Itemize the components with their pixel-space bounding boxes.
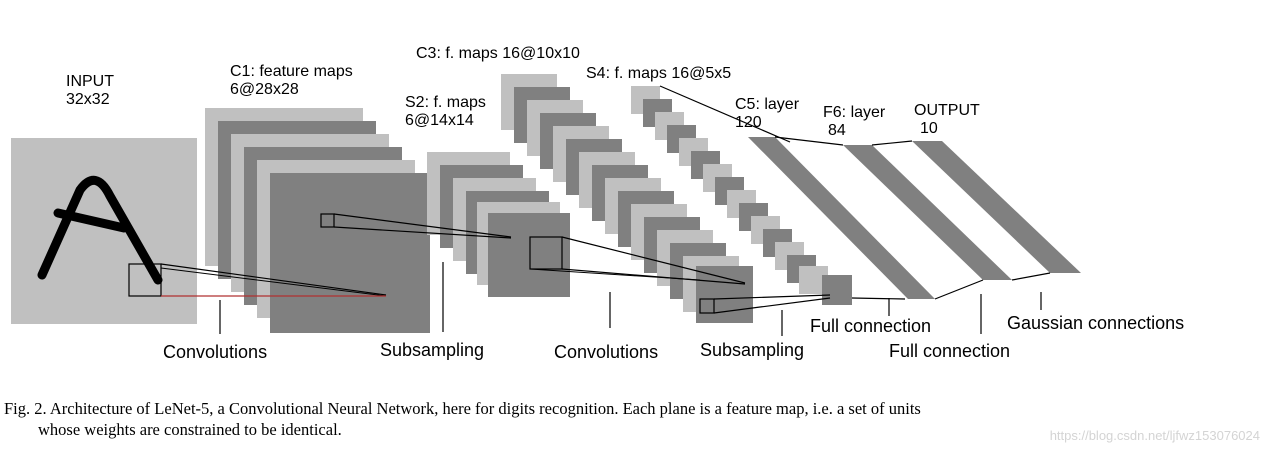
output-layer: [912, 141, 1081, 273]
c1-map: [270, 173, 430, 333]
handwritten-a-icon: [37, 176, 163, 285]
c3-map: [696, 266, 753, 323]
f6-layer: [843, 145, 1012, 280]
c3-label: C3: f. maps 16@10x10: [416, 45, 580, 62]
output-size: 10: [920, 120, 938, 137]
full-connection-label-1: Full connection: [810, 316, 931, 336]
s2-c3-projection: [529, 236, 746, 285]
s2-title: S2: f. maps: [405, 94, 486, 111]
gaussian-connections-label: Gaussian connections: [1007, 313, 1184, 333]
c5-size: 120: [735, 114, 762, 131]
c1-size: 6@28x28: [230, 81, 299, 98]
full-connection-label-2: Full connection: [889, 341, 1010, 361]
c1-title: C1: feature maps: [230, 63, 353, 80]
caption-line-2: whose weights are constrained to be iden…: [38, 420, 342, 439]
operation-labels: Convolutions Subsampling Convolutions Su…: [163, 313, 1184, 362]
s2-size: 6@14x14: [405, 112, 474, 129]
input-layer: INPUT 32x32: [11, 73, 197, 324]
lenet5-diagram: INPUT 32x32 C1: feature maps 6@28x28 S2:…: [11, 45, 1184, 362]
c3-layer: C3: f. maps 16@10x10: [416, 45, 753, 323]
subsampling-label-2: Subsampling: [700, 340, 804, 360]
fc-layers: C5: layer 120 F6: layer 84 OUTPUT 10: [659, 85, 1081, 300]
operation-ticks: [219, 262, 1042, 336]
input-title: INPUT: [66, 73, 114, 90]
s2-map: [488, 213, 570, 297]
s2-layer: S2: f. maps 6@14x14: [405, 94, 570, 297]
c3-s4-projection: [713, 294, 831, 314]
input-c1-projection: [160, 263, 387, 297]
f6-size: 84: [828, 122, 846, 139]
c5-layer: [748, 137, 935, 299]
s4-layer: S4: f. maps 16@5x5: [586, 65, 852, 305]
s4-map: [822, 275, 852, 305]
convolutions-label-1: Convolutions: [163, 342, 267, 362]
figure-caption: Fig. 2. Architecture of LeNet-5, a Convo…: [4, 398, 1234, 440]
input-plane: [11, 138, 197, 324]
subsampling-label-1: Subsampling: [380, 340, 484, 360]
c1-receptive-field: [320, 213, 335, 228]
output-title: OUTPUT: [914, 102, 980, 119]
c1-layer: C1: feature maps 6@28x28: [205, 63, 430, 333]
s4-label: S4: f. maps 16@5x5: [586, 65, 731, 82]
c1-s2-projection: [333, 213, 512, 239]
caption-line-1: Fig. 2. Architecture of LeNet-5, a Convo…: [4, 399, 921, 418]
convolutions-label-2: Convolutions: [554, 342, 658, 362]
f6-title: F6: layer: [823, 104, 886, 121]
s2-receptive-field: [529, 236, 563, 270]
watermark: https://blog.csdn.net/ljfwz153076024: [1049, 428, 1260, 443]
c3-receptive-field: [699, 298, 715, 314]
input-receptive-field: [128, 263, 162, 297]
c5-title: C5: layer: [735, 96, 800, 113]
input-size: 32x32: [66, 91, 110, 108]
